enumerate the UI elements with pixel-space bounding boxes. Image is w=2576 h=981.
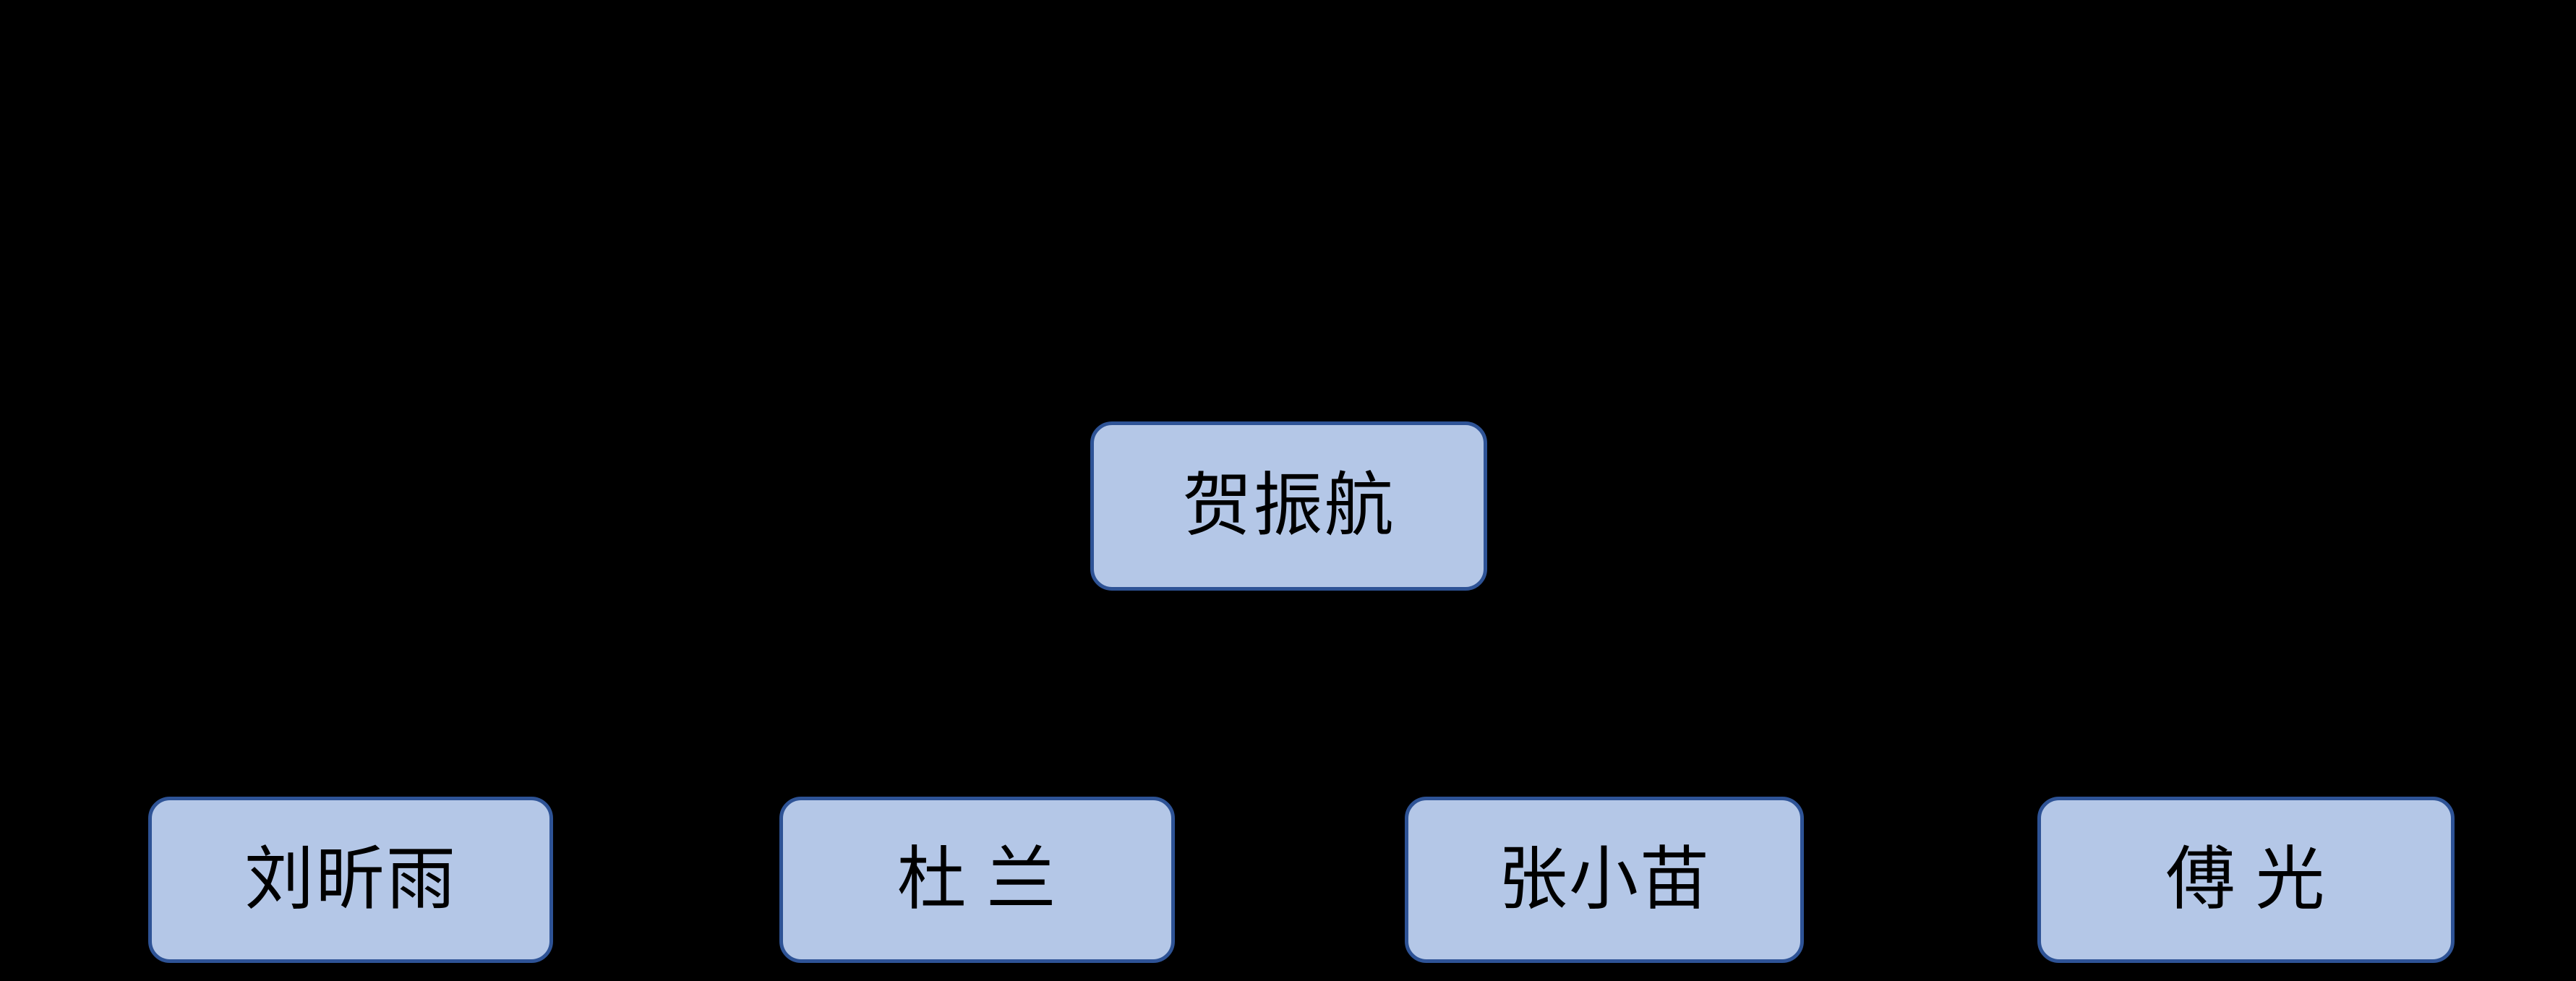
org-node-child-2-label: 杜 兰 — [897, 841, 1058, 918]
org-node-child-2[interactable]: 杜 兰 — [779, 797, 1175, 963]
org-node-child-3-label: 张小苗 — [1498, 841, 1711, 918]
org-node-child-4[interactable]: 傅 光 — [2037, 797, 2455, 963]
org-node-child-1[interactable]: 刘昕雨 — [148, 797, 553, 963]
org-node-root[interactable]: 贺振航 — [1090, 421, 1487, 591]
org-node-child-1-label: 刘昕雨 — [244, 841, 457, 918]
org-node-child-3[interactable]: 张小苗 — [1405, 797, 1804, 963]
org-node-child-4-label: 傅 光 — [2165, 841, 2327, 918]
org-node-root-label: 贺振航 — [1182, 467, 1395, 544]
